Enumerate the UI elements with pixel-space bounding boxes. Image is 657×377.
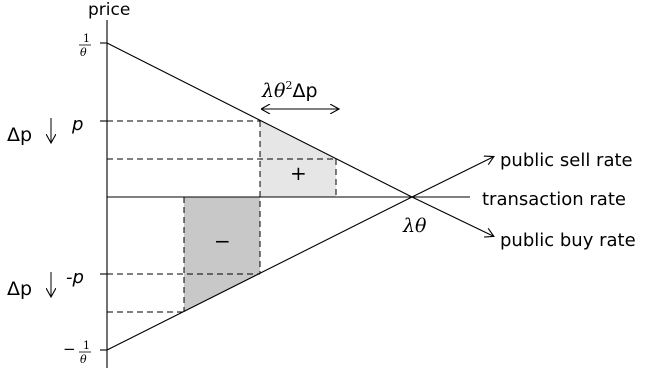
axis-ticks [100, 42, 107, 351]
delta-p-bottom-label: Δp [7, 278, 32, 300]
bottom-fraction-sign: − [63, 340, 76, 358]
dashed-guides [107, 120, 337, 313]
transaction-rate-label: transaction rate [482, 189, 626, 210]
public-buy-rate-label: public buy rate [500, 230, 636, 251]
sell-rate-line [106, 42, 413, 198]
price-label: price [88, 0, 130, 20]
buy-rate-line [106, 196, 413, 351]
sell-rate-arrow [411, 157, 493, 198]
minus-sign: − [214, 229, 231, 253]
buy-rate-arrow [411, 196, 493, 236]
delta-p-top-label: Δp [7, 124, 32, 146]
public-sell-rate-label: public sell rate [500, 150, 633, 171]
lambda-theta-label: λθ [402, 215, 427, 237]
top-fraction-den: θ [80, 46, 87, 59]
bottom-fraction-num: 1 [83, 339, 90, 352]
p-label: p [71, 114, 83, 135]
bottom-fraction-den: θ [80, 353, 87, 366]
plus-sign: + [290, 161, 307, 185]
width-label: λθ2Δp [261, 79, 318, 102]
neg-p-label: -p [66, 267, 84, 288]
top-fraction-num: 1 [83, 32, 90, 45]
minus-region [184, 197, 260, 312]
